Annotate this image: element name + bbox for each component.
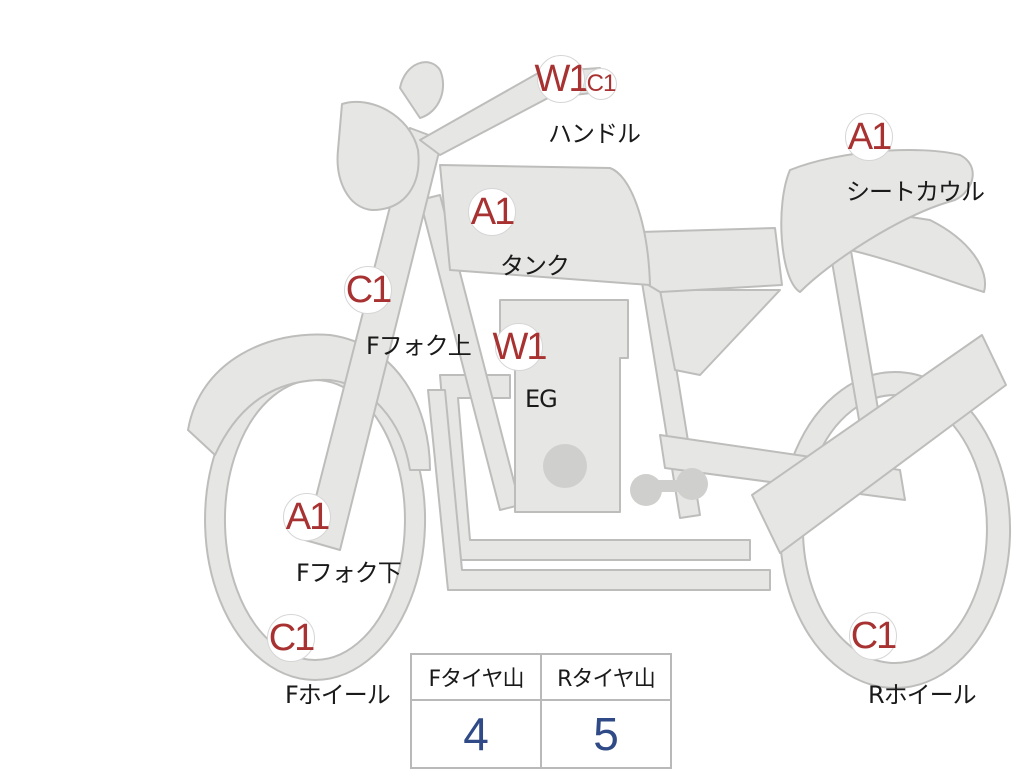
tank-grade-badge: A1: [468, 188, 516, 236]
front-wheel-label: Fホイール: [285, 681, 391, 709]
exhaust-lower: [427, 389, 771, 591]
fork-lower-label: Fフォク下: [296, 559, 402, 587]
footpeg: [630, 468, 708, 506]
fork-upper-grade-badge: C1: [344, 266, 392, 314]
mirror: [399, 61, 445, 119]
front-tire-header: Fタイヤ山: [410, 653, 542, 701]
fork-upper-label: Fフォク上: [366, 332, 472, 360]
seat: [639, 227, 783, 293]
handle-label: ハンドル: [548, 120, 641, 148]
rear-tire-header: Rタイヤ山: [540, 653, 672, 701]
tire-tread-table: Fタイヤ山 Rタイヤ山 4 5: [410, 653, 672, 769]
rear-tire-value: 5: [540, 699, 672, 769]
fork-lower-grade-badge: A1: [283, 493, 331, 541]
engine-label: EG: [525, 385, 558, 413]
engine-grade-badge: W1: [493, 323, 548, 371]
rear-wheel-grade-badge: C1: [849, 612, 897, 660]
front-wheel-grade-badge: C1: [267, 614, 315, 662]
rear-wheel-label: Rホイール: [868, 681, 977, 709]
handle-grade-badge: W1: [535, 55, 590, 103]
front-tire-value: 4: [410, 699, 542, 769]
headlight: [336, 100, 420, 211]
engine-cover: [543, 444, 587, 488]
handle-sub-grade-badge: C1: [585, 68, 617, 100]
side-panel: [659, 289, 781, 376]
tread-header-row: Fタイヤ山 Rタイヤ山: [410, 653, 672, 701]
tread-value-row: 4 5: [410, 699, 672, 769]
muffler: [751, 334, 1007, 554]
seat-cowl-label: シートカウル: [846, 178, 985, 206]
seat-cowl-grade-badge: A1: [845, 113, 893, 161]
tank-label: タンク: [500, 252, 570, 280]
seat-cowl-shape: [780, 149, 974, 293]
